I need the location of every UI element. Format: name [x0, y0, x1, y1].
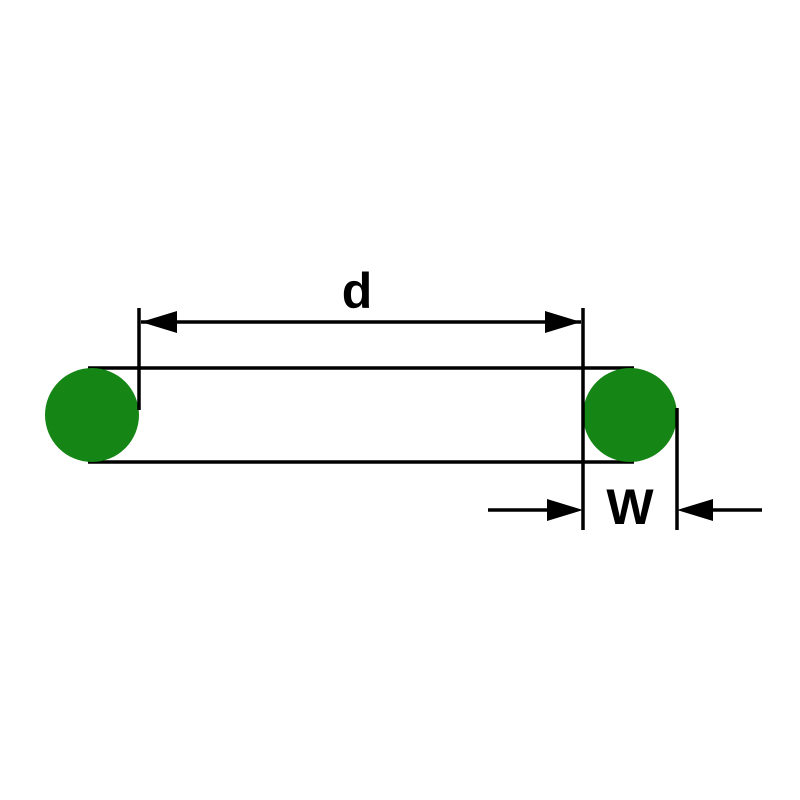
w-arrowhead-left-icon [547, 499, 583, 521]
label-inner-diameter: d [342, 263, 373, 319]
d-arrowhead-left-icon [141, 311, 177, 333]
dimension-inner-diameter [137, 308, 585, 530]
label-cross-section-width: W [606, 479, 654, 535]
oring-cross-section-left [45, 368, 139, 462]
w-arrowhead-right-icon [677, 499, 713, 521]
oring-cross-section-right [583, 368, 677, 462]
d-arrowhead-right-icon [545, 311, 581, 333]
ring-body-lines [88, 366, 634, 464]
